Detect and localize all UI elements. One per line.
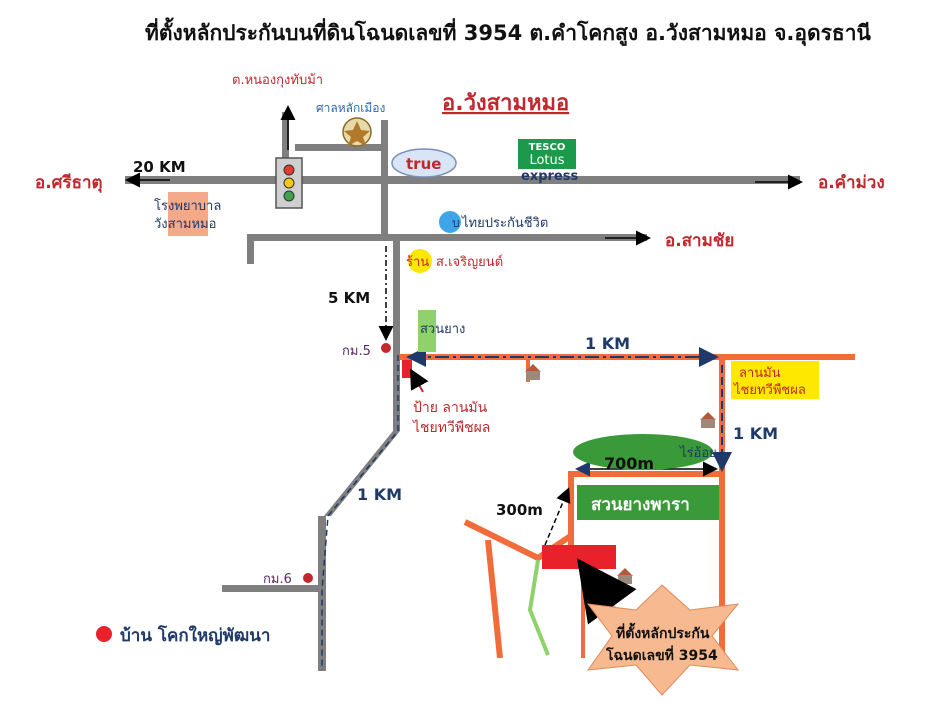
- true-shop-marker: [391, 148, 457, 178]
- house-icon: [525, 364, 541, 380]
- shrine-label: ศาลหลักเมือง: [316, 101, 385, 115]
- km6-label: กม.6: [263, 572, 292, 587]
- west-label: อ.ศรีธาตุ: [35, 172, 103, 193]
- yard-label: ลานมัน ไชยทวีพืชผล: [733, 366, 806, 398]
- temple-icon: [342, 117, 372, 147]
- insurance-marker: [439, 211, 461, 233]
- tesco-lotus-logo: TESCO Lotus express: [518, 139, 578, 184]
- sign-marker: [402, 360, 412, 378]
- para-rubber-marker: [577, 485, 719, 520]
- sugarcane-marker: [573, 434, 713, 470]
- traffic-light-icon: [275, 157, 303, 209]
- distance-field-top: 700m: [604, 454, 654, 473]
- insurance-mark: บ: [452, 216, 460, 230]
- hospital-marker: [168, 192, 208, 236]
- distance-east-down: 1 KM: [733, 424, 778, 443]
- distance-south-road: 1 KM: [357, 485, 402, 504]
- svg-text:express: express: [521, 169, 578, 184]
- hospital-label: โรงพยาบาล วังสามหมอ: [154, 198, 225, 232]
- east-label: อ.คำม่วง: [818, 173, 885, 193]
- southeast-label: อ.สามชัย: [665, 231, 734, 251]
- km5-label: กม.5: [342, 344, 371, 359]
- distance-east-road: 1 KM: [585, 334, 630, 353]
- rubber-garden-marker: [418, 310, 436, 352]
- collateral-label: ที่ตั้งหลักประกัน โฉนดเลขที่ 3954: [605, 622, 718, 664]
- collateral-pointer: [576, 558, 637, 625]
- route-line-south: [321, 355, 399, 670]
- village-marker: [96, 626, 112, 642]
- house-icon: [617, 568, 633, 584]
- para-rubber-label: สวนยางพารา: [591, 495, 690, 515]
- star-icon: [586, 584, 740, 696]
- distance-down: 5 KM: [328, 289, 370, 307]
- dimension-300m: [544, 487, 571, 546]
- svg-text:TESCO: TESCO: [529, 142, 566, 153]
- svg-text:Lotus: Lotus: [529, 153, 564, 168]
- shop-label: ส.เจริญยนต์: [436, 254, 503, 270]
- collateral-plot: [542, 545, 616, 569]
- house-icon: [700, 412, 716, 428]
- sign-label: ป้าย ลานมัน ไชยทวีพืชผล: [412, 400, 492, 436]
- yard-marker: [731, 361, 819, 399]
- insurance-label: ไทยประกันชีวิต: [461, 215, 548, 231]
- sugarcane-label: ไร่อ้อย: [679, 445, 717, 461]
- true-shop-label: true: [406, 155, 441, 173]
- distance-field-diag: 300m: [496, 501, 543, 519]
- rubber-garden-label: สวนยาง: [420, 322, 465, 337]
- gray-road-network: [125, 112, 800, 671]
- north-label: ต.หนองกุงทับม้า: [232, 73, 323, 88]
- shop-marker: [408, 249, 432, 273]
- km5-marker: [381, 343, 391, 353]
- page-title: ที่ตั้งหลักประกันบนที่ดินโฉนดเลขที่ 3954…: [145, 17, 872, 47]
- shop-prefix: ร้าน: [406, 255, 429, 270]
- district-title: อ.วังสามหมอ: [442, 91, 569, 116]
- distance-west: 20 KM: [133, 158, 186, 176]
- km6-marker: [303, 573, 313, 583]
- village-label: บ้าน โคกใหญ่พัฒนา: [120, 625, 270, 646]
- sign-pointer: [410, 368, 429, 393]
